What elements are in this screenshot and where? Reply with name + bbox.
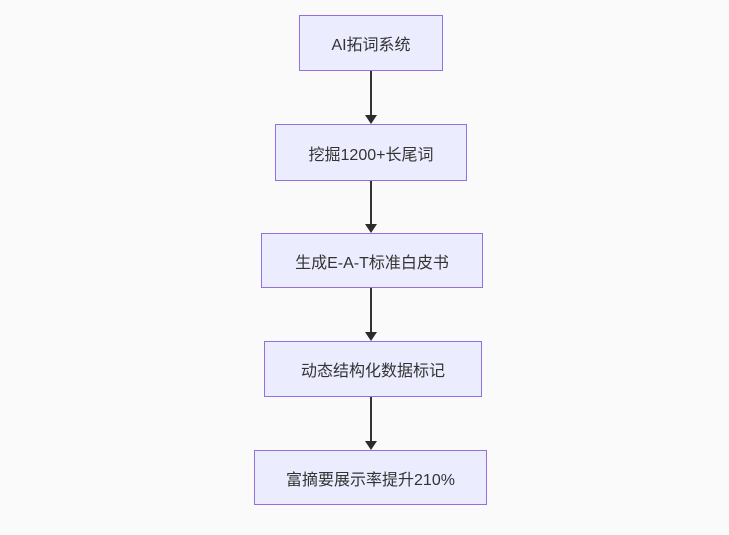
node-label: 生成E-A-T标准白皮书 (295, 254, 449, 272)
edge-b-to-c (365, 181, 377, 233)
arrow-line (370, 397, 372, 442)
arrow-line (370, 288, 372, 333)
arrow-down-icon (365, 115, 377, 124)
flow-node-eat-whitepaper: 生成E-A-T标准白皮书 (261, 233, 483, 288)
arrow-line (370, 71, 372, 116)
edge-a-to-b (365, 71, 377, 124)
flow-node-longtail-mining: 挖掘1200+长尾词 (275, 124, 467, 181)
flow-node-rich-snippet-result: 富摘要展示率提升210% (254, 450, 487, 505)
flow-node-ai-word-system: AI拓词系统 (299, 15, 443, 71)
arrow-down-icon (365, 224, 377, 233)
node-label: 富摘要展示率提升210% (286, 471, 455, 489)
arrow-down-icon (365, 441, 377, 450)
node-label: AI拓词系统 (331, 37, 411, 54)
flow-node-structured-data-markup: 动态结构化数据标记 (264, 341, 482, 397)
arrow-down-icon (365, 332, 377, 341)
arrow-line (370, 181, 372, 225)
edge-d-to-e (365, 397, 377, 450)
edge-c-to-d (365, 288, 377, 341)
node-label: 动态结构化数据标记 (300, 363, 445, 380)
node-label: 挖掘1200+长尾词 (308, 146, 434, 164)
